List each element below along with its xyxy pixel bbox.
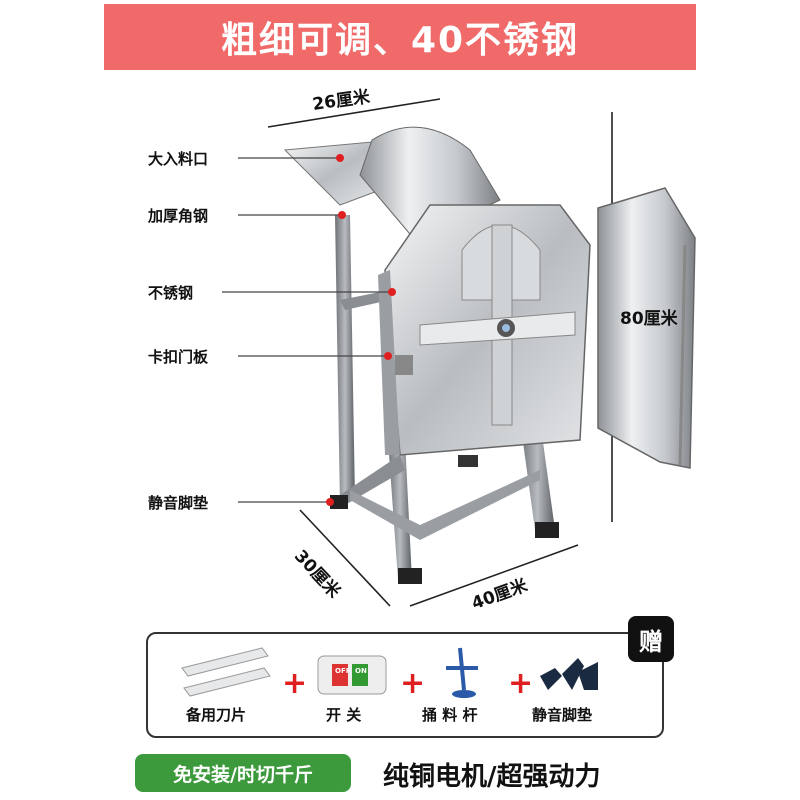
plus-sign: +	[282, 666, 308, 701]
plus-sign: +	[508, 666, 534, 701]
push-rod-icon	[446, 647, 478, 698]
callout-foot-pad: 静音脚垫	[148, 494, 209, 512]
height-label: 80厘米	[620, 309, 678, 329]
blade-icon	[181, 647, 271, 697]
title-banner: 粗细可调、40不锈钢	[104, 4, 696, 70]
stand-frame	[330, 215, 559, 584]
gift-badge: 赠	[628, 616, 674, 662]
dimension-lines	[267, 98, 613, 607]
callout-feed-inlet: 大入料口	[148, 150, 209, 168]
gift-label-blade: 备用刀片	[186, 706, 247, 724]
gift-label-switch: 开 关	[326, 706, 362, 724]
banner-title: 粗细可调、40不锈钢	[220, 20, 580, 61]
callout-leaders	[222, 154, 396, 506]
switch-icon	[317, 655, 387, 695]
callout-door-panel: 卡扣门板	[148, 348, 209, 366]
motor-tagline: 纯铜电机/超强动力	[383, 762, 601, 792]
switch-on-text: ON	[355, 667, 367, 675]
callout-stainless: 不锈钢	[148, 284, 194, 302]
foot-pad-icon	[540, 658, 598, 690]
install-pill: 免安装/时切千斤	[135, 754, 351, 792]
machine-body	[378, 204, 591, 456]
side-door	[597, 187, 696, 469]
gift-label-rod: 捅 料 杆	[422, 706, 478, 724]
callout-angle-steel: 加厚角钢	[148, 207, 209, 225]
gift-panel	[146, 632, 664, 738]
gift-label-pad: 静音脚垫	[532, 706, 593, 724]
plus-sign: +	[400, 666, 426, 701]
switch-off-text: OFF	[335, 667, 351, 675]
